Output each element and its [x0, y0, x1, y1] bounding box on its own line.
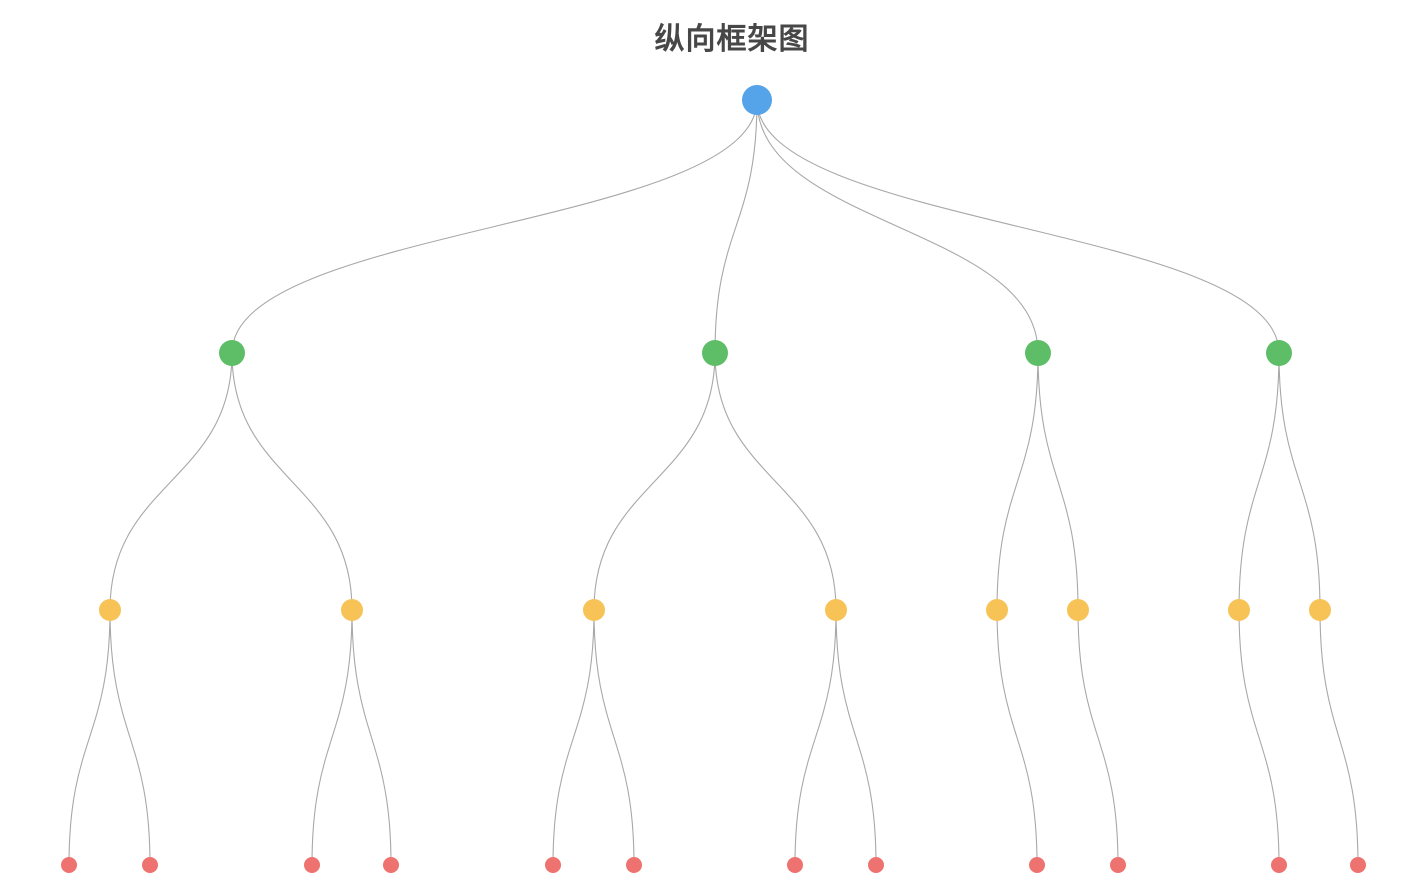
tree-edge-o1-r1 [68, 609, 111, 866]
tree-node-o8[interactable] [1309, 599, 1331, 621]
tree-edge-g3-o5 [996, 352, 1039, 611]
tree-edge-o2-r4 [351, 609, 392, 866]
chart-title: 纵向框架图 [654, 23, 810, 56]
tree-node-o1[interactable] [99, 599, 121, 621]
tree-node-r6[interactable] [626, 857, 642, 873]
tree-node-o5[interactable] [986, 599, 1008, 621]
tree-node-r2[interactable] [142, 857, 158, 873]
tree-node-o7[interactable] [1228, 599, 1250, 621]
tree-edge-o2-r3 [311, 609, 353, 866]
tree-node-o4[interactable] [825, 599, 847, 621]
tree-node-r12[interactable] [1350, 857, 1366, 873]
tree-edge-o8-r12 [1319, 609, 1359, 866]
tree-edge-o6-r10 [1077, 609, 1119, 866]
tree-node-r9[interactable] [1029, 857, 1045, 873]
tree-node-r3[interactable] [304, 857, 320, 873]
tree-edge-g2-o4 [714, 352, 837, 611]
tree-node-r10[interactable] [1110, 857, 1126, 873]
tree-edge-g1-o2 [231, 352, 353, 611]
tree-edge-o1-r2 [109, 609, 151, 866]
tree-node-r11[interactable] [1271, 857, 1287, 873]
tree-node-r4[interactable] [383, 857, 399, 873]
tree-edge-g3-o6 [1037, 352, 1079, 611]
tree-node-o2[interactable] [341, 599, 363, 621]
tree-edge-o4-r7 [794, 609, 837, 866]
tree-node-o6[interactable] [1067, 599, 1089, 621]
tree-edge-o4-r8 [835, 609, 877, 866]
tree-edge-o7-r11 [1238, 609, 1280, 866]
tree-node-r1[interactable] [61, 857, 77, 873]
tree-node-g4[interactable] [1266, 340, 1292, 366]
tree-node-g2[interactable] [702, 340, 728, 366]
tree-node-g1[interactable] [219, 340, 245, 366]
tree-edge-g2-o3 [593, 352, 716, 611]
tree-edge-root-g1 [231, 99, 758, 354]
tree-node-r7[interactable] [787, 857, 803, 873]
tree-node-g3[interactable] [1025, 340, 1051, 366]
tree-edge-root-g3 [756, 99, 1039, 354]
tree-edge-o5-r9 [996, 609, 1038, 866]
tree-edge-o3-r6 [593, 609, 635, 866]
tree-node-root[interactable] [742, 85, 772, 115]
tree-node-r8[interactable] [868, 857, 884, 873]
tree-edge-g1-o1 [109, 352, 233, 611]
tree-edge-g4-o7 [1238, 352, 1280, 611]
tree-edge-g4-o8 [1278, 352, 1321, 611]
tree-edge-root-g2 [714, 99, 758, 354]
tree-node-r5[interactable] [545, 857, 561, 873]
tree-node-o3[interactable] [583, 599, 605, 621]
tree-edge-root-g4 [756, 99, 1280, 354]
tree-edge-o3-r5 [552, 609, 595, 866]
